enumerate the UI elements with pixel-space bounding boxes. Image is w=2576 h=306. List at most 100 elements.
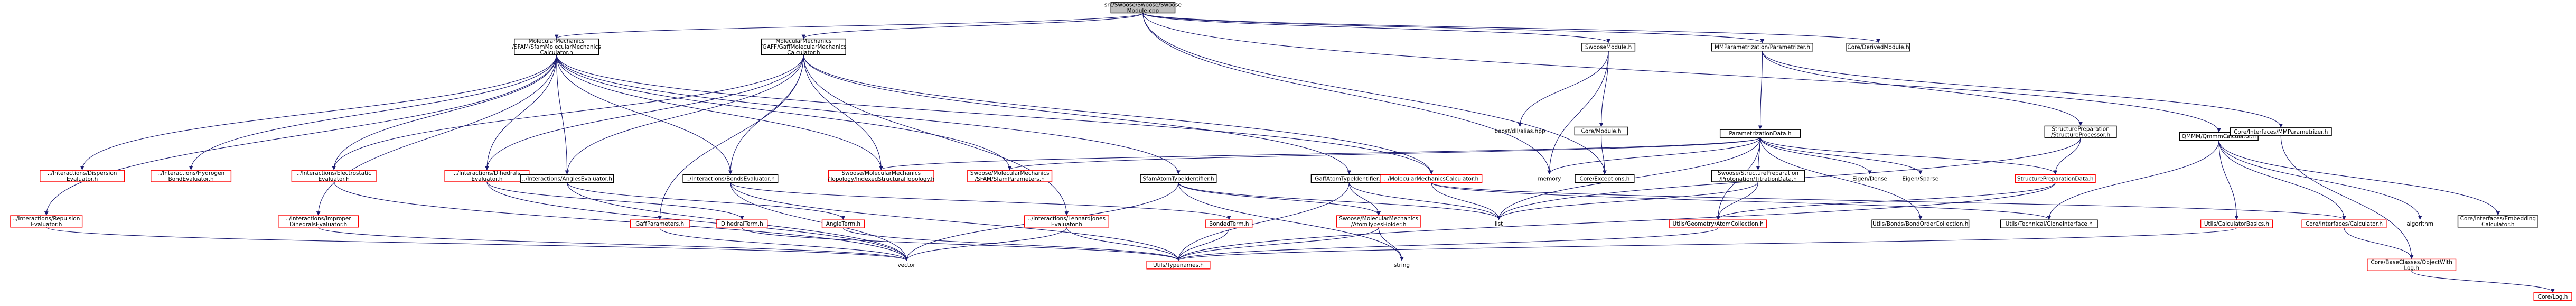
edge-core_calculator-to-object_with_log (2344, 228, 2414, 259)
node-sfam-calc[interactable]: MolecularMechanics/SFAM/SfamMolecularMec… (512, 38, 601, 56)
node-label: /Protonation/TitrationData.h (1719, 176, 1797, 182)
node-protonation[interactable]: Swoose/StructurePreparation/Protonation/… (1711, 170, 1805, 182)
edge-qmmm_calc-to-algorithm (2218, 140, 2422, 220)
edge-bonds-to-vector (730, 182, 908, 261)
node-core-calculator[interactable]: Core/Interfaces/Calculator.h (2301, 219, 2387, 228)
node-label: /GAFF/GaffMolecularMechanics (761, 44, 846, 50)
edge-root-to-memory (1142, 13, 1552, 175)
node-core-exceptions[interactable]: Core/Exceptions.h (1575, 174, 1635, 183)
node-label: ../Interactions/Improper (286, 216, 352, 222)
node-gaff-atomtype[interactable]: GaffAtomTypeIdentifier.h (1310, 174, 1388, 183)
node-label: StructurePreparationData.h (2017, 175, 2094, 182)
edge-root-to-sfam_calc (555, 13, 1144, 39)
node-mm-parametrizer[interactable]: Core/Interfaces/MMParametrizer.h (2230, 127, 2332, 136)
node-box (2200, 219, 2273, 228)
node-bonds[interactable]: ../Interactions/BondsEvaluator.h (682, 174, 779, 183)
node-label: Eigen/Sparse (1902, 175, 1938, 182)
node-box (2015, 174, 2096, 183)
dependency-edges (44, 13, 2555, 293)
node-label: ../Interactions/Dispersion (48, 170, 117, 177)
node-struct-prep-data[interactable]: StructurePreparationData.h (2015, 174, 2096, 183)
node-sfam-params[interactable]: Swoose/MolecularMechanics/SFAM/SfamParam… (967, 170, 1053, 182)
node-derived-module[interactable]: Core/DerivedModule.h (1846, 43, 1910, 52)
node-core-module[interactable]: Core/Module.h (1574, 126, 1628, 136)
node-label: ../Interactions/BondsEvaluator.h (686, 175, 775, 182)
edge-atom_collection-to-typenames (1176, 227, 1719, 261)
node-memory: memory (1538, 175, 1561, 182)
edge-atomtypes_holder-to-string (1378, 227, 1404, 261)
node-label: /SFAM/SfamMolecularMechanics (512, 44, 601, 50)
edge-qmmm_calc-to-clone_interface (2047, 140, 2219, 220)
node-calc-basics[interactable]: Utils/CalculatorBasics.h (2200, 219, 2273, 228)
node-box (1380, 174, 1483, 183)
node-list: list (1495, 221, 1503, 227)
edge-sfam_calc-to-indexed_topo (556, 54, 884, 170)
node-gaff-params[interactable]: GaffParameters.h (630, 219, 690, 228)
node-core-log[interactable]: Core/Log.h (2533, 292, 2572, 301)
node-box (682, 174, 779, 183)
edge-gaff_calc-to-dihedrals (485, 54, 804, 170)
edge-object_with_log-to-core_log (2411, 270, 2555, 293)
node-boost-dll: boost/dll/alias.hpp (1494, 128, 1545, 134)
node-angle-term[interactable]: AngleTerm.h (821, 219, 865, 228)
node-label: Evaluator.h (1051, 221, 1082, 228)
node-box (1575, 174, 1635, 183)
edge-angles-to-angle_term (567, 182, 846, 220)
node-box (2044, 125, 2117, 138)
node-struct-prep-proc[interactable]: StructurePreparation/StructureProcessor.… (2044, 125, 2117, 138)
edge-angle_term-to-typenames (842, 227, 1181, 261)
node-indexed-topo[interactable]: Swoose/MolecularMechanics/Topology/Index… (828, 170, 934, 182)
node-box (1024, 215, 1109, 228)
node-box (1719, 129, 1801, 138)
node-root[interactable]: src/Swoose/Swoose/SwooseModule.cpp (1104, 2, 1182, 14)
node-bond-order[interactable]: Utils/Bonds/BondOrderCollection.h (1871, 219, 1970, 228)
edge-gaff_params-to-vector (659, 227, 908, 261)
node-box (1669, 219, 1767, 228)
node-box (1336, 215, 1421, 228)
node-box (151, 170, 232, 182)
edge-sfam_calc-to-angles (556, 54, 569, 175)
node-label: Calculator.h (2481, 221, 2514, 228)
edge-sfam_atomtype-to-list (1178, 182, 1501, 220)
node-swoose-module-h[interactable]: SwooseModule.h (1581, 43, 1636, 52)
node-dihedral-term[interactable]: DihedralTerm.h (716, 219, 768, 228)
node-box (821, 219, 865, 228)
node-box (967, 170, 1053, 182)
node-atom-collection[interactable]: Utils/Geometry/AtomCollection.h (1669, 219, 1767, 228)
node-atomtypes-holder[interactable]: Swoose/MolecularMechanics/AtomTypesHolde… (1336, 215, 1421, 228)
node-typenames[interactable]: Utils/Typenames.h (1146, 261, 1211, 270)
edge-improper-to-vector (318, 227, 908, 261)
node-mm-calc[interactable]: ../MolecularMechanicsCalculator.h (1380, 174, 1483, 183)
edge-root-to-gaff_calc (801, 13, 1144, 39)
node-label: Swoose/MolecularMechanics (970, 170, 1050, 177)
edge-gaff_calc-to-electrostatic (332, 54, 804, 170)
node-improper[interactable]: ../Interactions/ImproperDihedralsEvaluat… (278, 215, 359, 228)
node-mmparam[interactable]: MMParametrization/Parametrizer.h (1711, 43, 1813, 52)
node-label: Utils/Technical/CloneInterface.h (2006, 221, 2093, 227)
node-clone-interface[interactable]: Utils/Technical/CloneInterface.h (2000, 219, 2098, 228)
node-label: vector (897, 262, 915, 268)
node-label: Swoose/MolecularMechanics (841, 170, 921, 177)
edge-dihedral_term-to-typenames (742, 227, 1181, 261)
node-label: MolecularMechanics (775, 38, 831, 44)
node-box (1871, 219, 1970, 228)
node-gaff-calc[interactable]: MolecularMechanics/GAFF/GaffMolecularMec… (761, 38, 846, 56)
node-sfam-atomtype[interactable]: SfamAtomTypeIdentifier.h (1140, 174, 1217, 183)
node-label: Utils/Bonds/BondOrderCollection.h (1872, 221, 1968, 227)
node-label: Calculator.h (540, 50, 573, 56)
node-label: ../MolecularMechanicsCalculator.h (1384, 175, 1479, 182)
node-bonded-term[interactable]: BondedTerm.h (1205, 219, 1253, 228)
edge-swoose_module_h-to-memory (1547, 51, 1609, 175)
node-angles[interactable]: ../Interactions/AnglesEvaluator.h (520, 174, 614, 183)
node-box (40, 170, 125, 182)
edge-root-to-mmparam (1142, 13, 1765, 43)
node-dihedrals[interactable]: ../Interactions/DihedralsEvaluator.h (444, 170, 530, 182)
node-param-data[interactable]: ParametrizationData.h (1719, 129, 1801, 138)
